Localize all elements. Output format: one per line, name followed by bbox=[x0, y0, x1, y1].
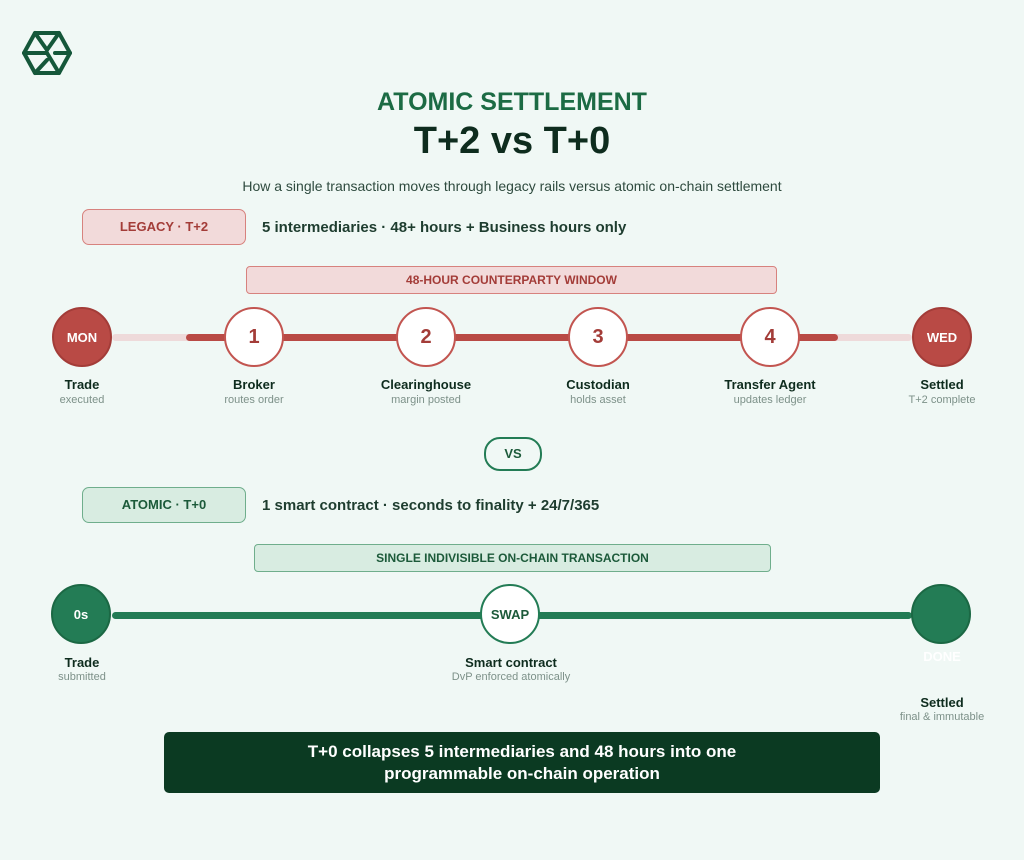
atomic-summary: 1 smart contract · seconds to finality +… bbox=[262, 497, 600, 514]
atomic-tag: ATOMIC · T+0 bbox=[82, 487, 246, 523]
legacy-step-label: Transfer Agent bbox=[724, 377, 816, 392]
legacy-step-sub: updates ledger bbox=[733, 394, 807, 406]
legacy-step-label: Broker bbox=[233, 377, 275, 392]
legacy-step-badge: 1 bbox=[224, 307, 284, 367]
atomic-step-sub: submitted bbox=[58, 671, 106, 683]
description: How a single transaction moves through l… bbox=[242, 178, 782, 194]
vs-pill: VS bbox=[484, 437, 542, 471]
legacy-window-line bbox=[186, 334, 838, 341]
legacy-step-badge: MON bbox=[52, 307, 112, 367]
legacy-step-sub: margin posted bbox=[391, 394, 461, 406]
subtitle: T+2 vs T+0 bbox=[413, 120, 611, 162]
title: ATOMIC SETTLEMENT bbox=[377, 88, 647, 116]
atomic-step-label: Trade bbox=[64, 655, 100, 670]
legacy-step-label: Settled bbox=[920, 377, 964, 392]
legacy-step-sub: T+2 complete bbox=[908, 394, 976, 406]
legacy-step-badge: 2 bbox=[396, 307, 456, 367]
legacy-summary: 5 intermediaries · 48+ hours + Business … bbox=[262, 219, 627, 236]
legacy-step-badge: 4 bbox=[740, 307, 800, 367]
legacy-step-badge: WED bbox=[912, 307, 972, 367]
legacy-step-label: Trade bbox=[64, 377, 100, 392]
atomic-step-badge: DONE bbox=[923, 649, 961, 664]
atomic-step-sub: final & immutable bbox=[899, 711, 985, 723]
legacy-step-label: Clearinghouse bbox=[380, 377, 472, 392]
legacy-step-label: Custodian bbox=[566, 377, 630, 392]
atomic-step-label: Smart contract bbox=[465, 655, 557, 670]
atomic-step-label: Settled bbox=[920, 695, 964, 710]
atomic-window-bar: SINGLE INDIVISIBLE ON-CHAIN TRANSACTION bbox=[254, 544, 771, 572]
legacy-tag: LEGACY · T+2 bbox=[82, 209, 246, 245]
legacy-step-sub: routes order bbox=[224, 394, 284, 406]
atomic-step-badge: 0s bbox=[51, 584, 111, 644]
hexagon-logo bbox=[22, 31, 72, 75]
legacy-step-sub: holds asset bbox=[570, 394, 626, 406]
atomic-step-badge: SWAP bbox=[480, 584, 540, 644]
atomic-step-circle bbox=[911, 584, 971, 644]
atomic-step-sub: DvP enforced atomically bbox=[451, 671, 571, 683]
legacy-step-badge: 3 bbox=[568, 307, 628, 367]
conclusion-banner: T+0 collapses 5 intermediaries and 48 ho… bbox=[164, 732, 880, 793]
legacy-step-sub: executed bbox=[59, 394, 105, 406]
legacy-window-bar: 48-HOUR COUNTERPARTY WINDOW bbox=[246, 266, 777, 294]
